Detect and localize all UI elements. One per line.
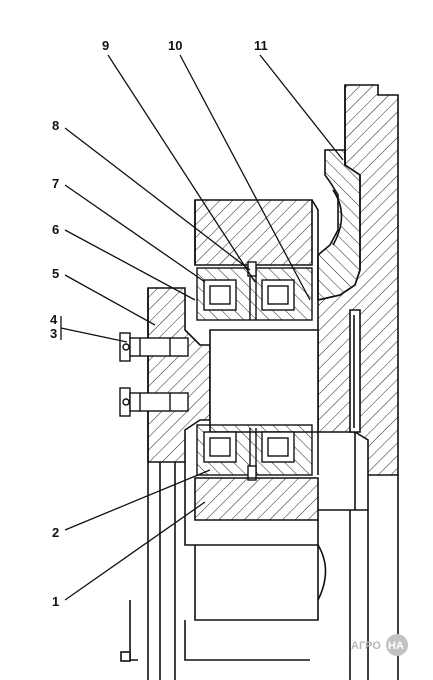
callout-9: 9 xyxy=(102,38,109,53)
bolt-lower xyxy=(119,387,189,417)
shaft-bore xyxy=(209,329,319,433)
leader-3-4 xyxy=(60,327,128,343)
bearing-lower xyxy=(196,424,313,481)
leader-7 xyxy=(64,184,206,283)
watermark-logo: АГРО НА xyxy=(351,634,408,656)
leader-lines xyxy=(60,54,344,601)
leader-6 xyxy=(64,229,196,301)
watermark-text-b: НА xyxy=(388,640,404,652)
housing-part-11 xyxy=(317,84,399,680)
watermark-text-a: АГРО xyxy=(351,640,381,652)
callout-2: 2 xyxy=(52,525,59,540)
bolt-upper xyxy=(119,332,189,362)
bearing-upper xyxy=(196,261,313,321)
leader-11 xyxy=(259,54,344,161)
callout-6: 6 xyxy=(52,222,59,237)
callout-10: 10 xyxy=(168,38,182,53)
callout-5: 5 xyxy=(52,266,59,281)
callout-4: 4 xyxy=(50,312,58,327)
hub-part-1 xyxy=(120,462,327,680)
callout-3: 3 xyxy=(50,326,57,341)
callout-1: 1 xyxy=(52,594,59,609)
leader-9 xyxy=(107,54,256,283)
leader-10 xyxy=(179,54,311,301)
callout-labels: 9 10 11 8 7 6 5 4 3 2 1 xyxy=(50,38,268,609)
callout-11: 11 xyxy=(254,38,268,53)
callout-8: 8 xyxy=(52,118,59,133)
leader-1 xyxy=(64,501,206,601)
leader-2 xyxy=(64,469,211,531)
callout-7: 7 xyxy=(52,176,59,191)
leader-8 xyxy=(64,127,251,271)
leader-5 xyxy=(64,274,156,326)
